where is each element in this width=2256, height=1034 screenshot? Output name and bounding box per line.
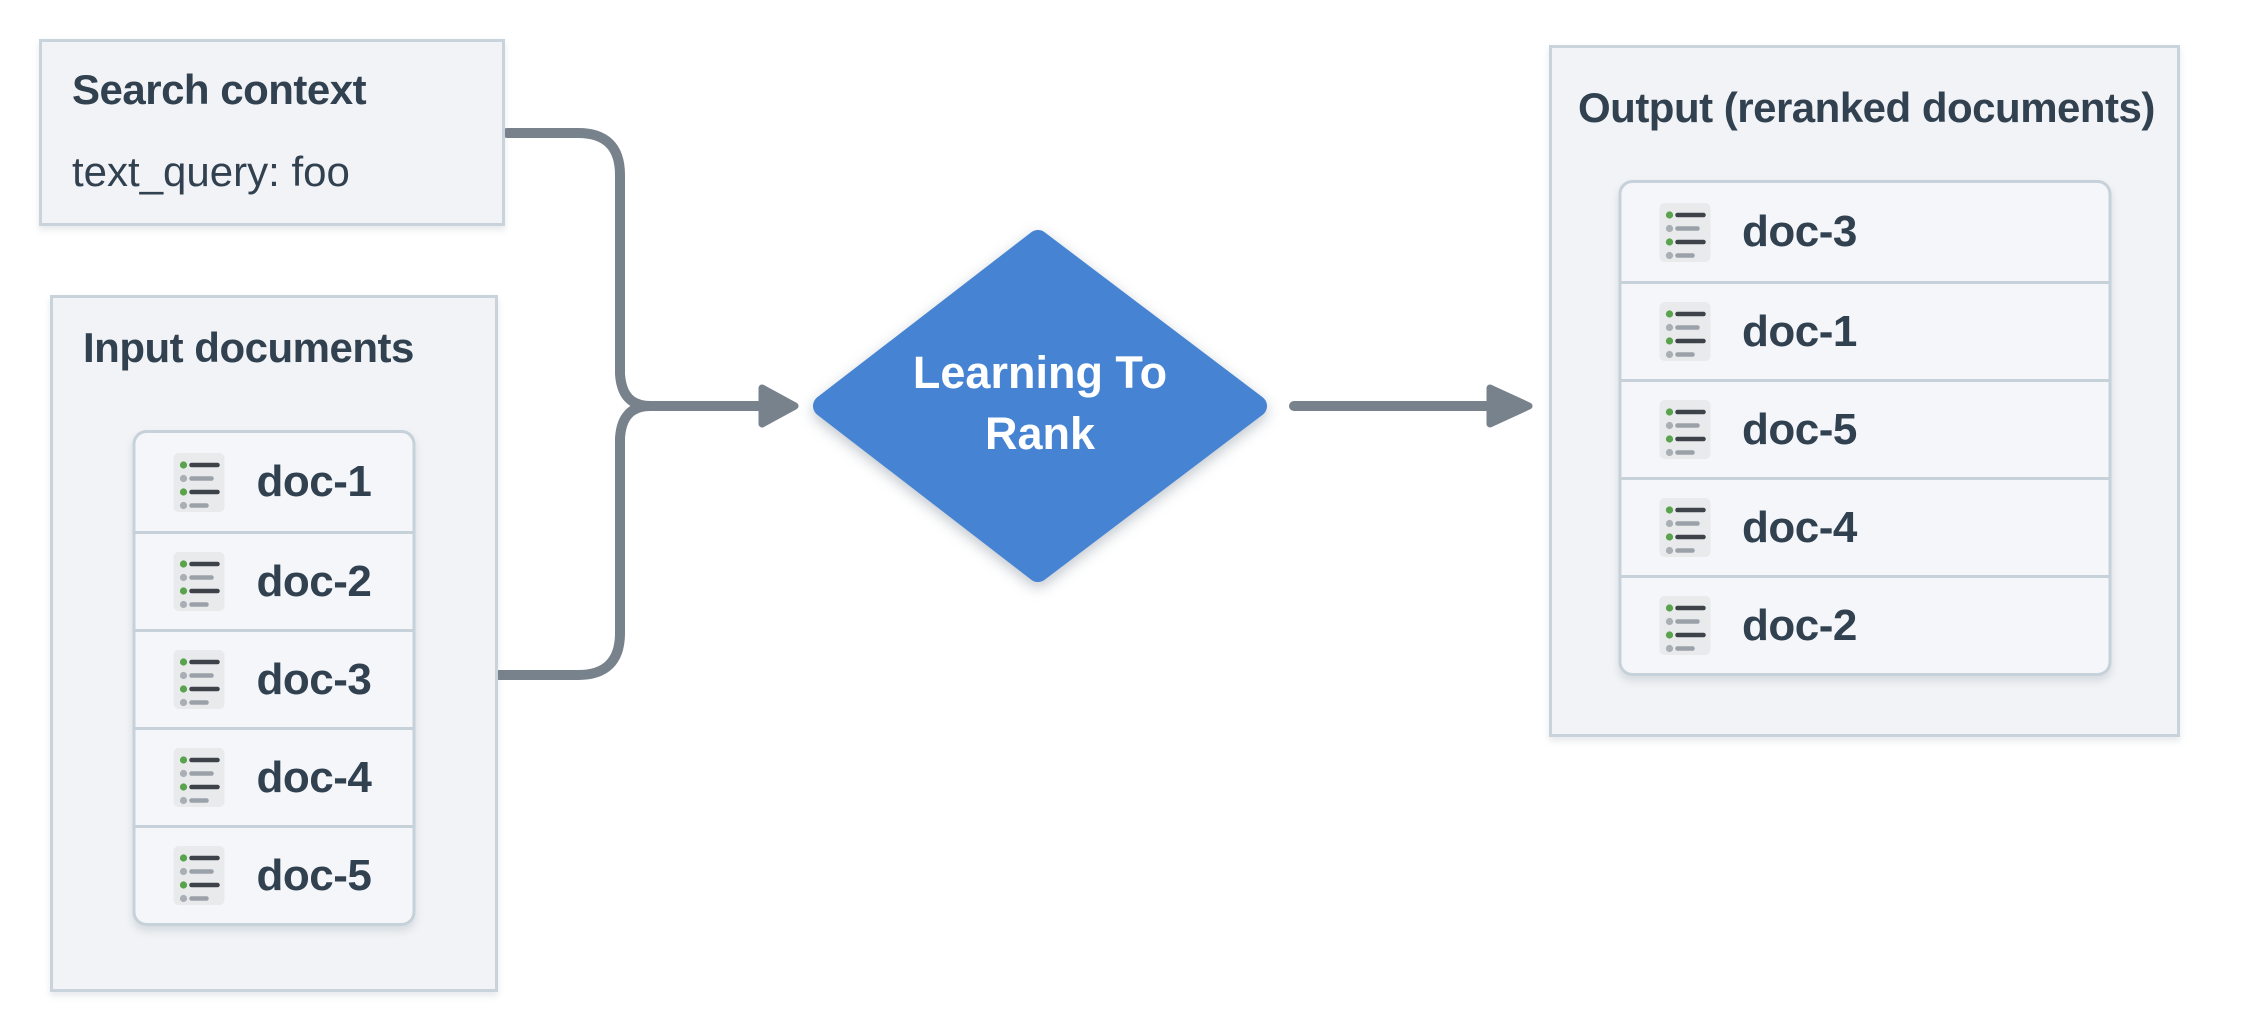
document-label: doc-2 — [256, 556, 372, 606]
document-list-icon — [173, 650, 225, 709]
output-documents-list: doc-3 doc-1 — [1618, 180, 2111, 676]
document-list-icon — [1659, 400, 1710, 459]
document-list-icon — [1659, 498, 1710, 557]
document-card: doc-5 — [1621, 379, 2108, 477]
search-context-box: Search context text_query: foo — [39, 39, 505, 226]
document-label: doc-1 — [256, 457, 372, 506]
document-list-icon — [1659, 596, 1710, 655]
output-documents-title: Output (reranked documents) — [1578, 84, 2155, 131]
document-label: doc-2 — [1742, 600, 1857, 650]
learning-to-rank-label: Learning To Rank — [912, 347, 1168, 459]
document-list-icon — [173, 846, 225, 905]
document-list-icon — [173, 748, 225, 807]
document-label: doc-4 — [1742, 502, 1857, 552]
document-list-icon — [1659, 302, 1710, 361]
left-arrowhead-icon — [758, 384, 799, 428]
document-label: doc-5 — [256, 850, 372, 900]
document-card: doc-3 — [1621, 183, 2108, 281]
document-label: doc-1 — [1742, 306, 1857, 356]
document-card: doc-5 — [135, 825, 413, 923]
document-card: doc-2 — [135, 531, 413, 629]
input-documents-list: doc-1 doc-2 — [132, 430, 416, 926]
search-context-title: Search context — [72, 66, 367, 113]
document-label: doc-3 — [1742, 207, 1857, 256]
learning-to-rank-diamond — [813, 230, 1267, 582]
input-documents-title: Input documents — [83, 324, 414, 371]
merge-connector-bottom-branch — [494, 401, 655, 680]
input-documents-box: Input documents doc-1 — [50, 295, 498, 992]
document-label: doc-4 — [256, 752, 372, 802]
document-card: doc-1 — [1621, 281, 2108, 379]
search-context-query: text_query: foo — [72, 148, 350, 195]
document-card: doc-4 — [135, 727, 413, 825]
document-label: doc-3 — [256, 654, 372, 704]
document-card: doc-4 — [1621, 477, 2108, 575]
output-documents-box: Output (reranked documents) — [1549, 45, 2180, 737]
document-list-icon — [173, 452, 225, 512]
merge-connector-top-branch — [502, 128, 655, 411]
document-list-icon — [1659, 202, 1710, 262]
document-list-icon — [173, 552, 225, 611]
document-card: doc-3 — [135, 629, 413, 727]
document-label: doc-5 — [1742, 404, 1857, 454]
document-card: doc-2 — [1621, 575, 2108, 673]
document-card: doc-1 — [136, 433, 413, 531]
right-arrowhead-icon — [1486, 384, 1533, 428]
